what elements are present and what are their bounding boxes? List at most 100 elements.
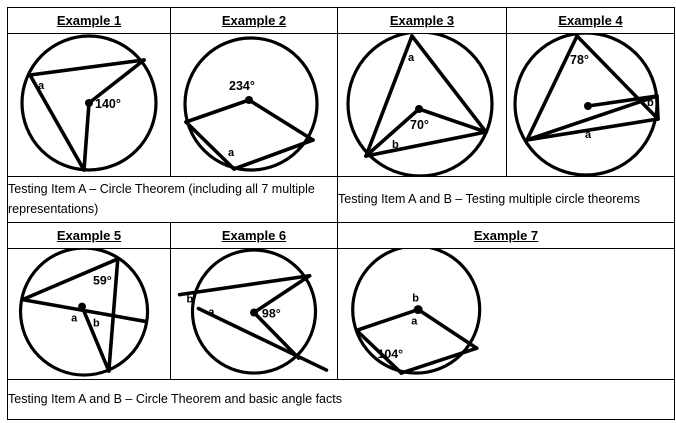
centre-dot: [584, 102, 592, 110]
table-diagram-row-2: 59° a b: [7, 248, 675, 380]
chord-apex-to-bottom-left: [525, 34, 579, 142]
description-cell-row2: Testing Item A and B – Circle Theorem an…: [7, 379, 675, 420]
circle-outline: [346, 34, 494, 176]
label-letter-a: a: [38, 80, 45, 92]
header-cell-example-1: Example 1: [7, 7, 171, 34]
radius-to-left: [184, 98, 251, 124]
diagram-cell-example-2: 234° a: [170, 33, 338, 177]
circle-outline: [18, 249, 150, 377]
label-angle-140: 140°: [95, 97, 121, 111]
chord-a-to-right: [232, 138, 315, 171]
chord-a-to-top-right: [28, 58, 146, 77]
header-cell-example-6: Example 6: [170, 222, 338, 249]
header-label-example-7: Example 7: [473, 228, 539, 243]
secant-left-to-lower-right-extended: [196, 306, 329, 372]
radius-to-right: [416, 307, 479, 351]
header-label-example-4: Example 4: [558, 13, 623, 28]
header-label-example-5: Example 5: [56, 228, 122, 243]
circle-diagram-example-1: a 140°: [20, 34, 158, 172]
table-header-row-2: Example 5 Example 6 Example 7: [7, 222, 675, 249]
segment-right-upper-to-right-lower: [655, 94, 660, 121]
description-text-row2: Testing Item A and B – Circle Theorem an…: [8, 392, 342, 407]
label-letter-a: a: [71, 312, 78, 324]
chord-bottom-left-to-right-upper: [525, 94, 659, 142]
centre-dot: [78, 302, 87, 311]
table-header-row-1: Example 1 Example 2 Example 3 Example 4: [7, 7, 675, 34]
header-cell-example-4: Example 4: [506, 7, 675, 34]
radius-to-upper-right: [252, 274, 312, 315]
examples-table: Example 1 Example 2 Example 3 Example 4: [7, 7, 675, 420]
label-angle-78: 78°: [570, 53, 589, 67]
label-angle-98: 98°: [262, 306, 281, 320]
chord-apex-to-bottom-left: [364, 34, 414, 158]
header-label-example-2: Example 2: [221, 13, 287, 28]
radius-to-lower-right: [252, 310, 301, 360]
diagram-cell-example-7: b a 104°: [337, 248, 675, 380]
header-label-example-6: Example 6: [221, 228, 287, 243]
chord-top-to-bottom: [107, 257, 120, 373]
diagram-cell-example-6: b a 98°: [170, 248, 338, 380]
circle-diagram-example-4: 78° b a: [513, 34, 660, 176]
diagram-cell-example-1: a 140°: [7, 33, 171, 177]
chord-left-to-a: [184, 120, 236, 171]
header-cell-example-3: Example 3: [337, 7, 507, 34]
label-letter-b: b: [93, 317, 100, 329]
centre-dot: [415, 105, 423, 113]
label-letter-b: b: [392, 139, 399, 151]
label-letter-b: b: [412, 293, 419, 305]
chord-left-to-bottom: [354, 328, 404, 375]
radius-to-bottom: [82, 101, 91, 172]
circle-diagram-example-6: b a 98°: [177, 249, 329, 375]
table-description-row-1: Testing Item A – Circle Theorem (includi…: [7, 176, 675, 223]
centre-dot: [85, 99, 93, 107]
header-label-example-3: Example 3: [389, 13, 455, 28]
description-text-row1-left: Testing Item A – Circle Theorem (includi…: [8, 182, 315, 216]
label-letter-b: b: [647, 97, 654, 109]
label-letter-a: a: [228, 147, 235, 159]
label-angle-70: 70°: [410, 118, 429, 132]
circle-diagram-example-5: 59° a b: [18, 249, 150, 377]
circle-outline: [20, 34, 158, 172]
diagram-cell-example-3: a 70° b: [337, 33, 507, 177]
header-label-example-1: Example 1: [56, 13, 122, 28]
table-diagram-row-1: a 140°: [7, 33, 675, 177]
label-angle-104: 104°: [377, 347, 403, 361]
label-letter-b: b: [187, 294, 194, 306]
diagram-cell-example-5: 59° a b: [7, 248, 171, 380]
centre-dot: [413, 305, 423, 314]
description-cell-row1-left: Testing Item A – Circle Theorem (includi…: [7, 176, 338, 223]
description-text-row1-right: Testing Item A and B – Testing multiple …: [338, 191, 641, 206]
label-letter-a: a: [411, 315, 418, 327]
header-cell-example-5: Example 5: [7, 222, 171, 249]
chord-apex-to-right-lower: [575, 34, 660, 121]
chord-apex-to-right: [410, 34, 488, 134]
label-letter-a: a: [585, 129, 592, 141]
chord-bottom-left-to-right-lower: [525, 117, 660, 142]
header-cell-example-7: Example 7: [337, 222, 675, 249]
circle-outline: [351, 249, 482, 375]
label-angle-59: 59°: [93, 274, 112, 288]
radius-to-left: [354, 307, 420, 333]
chord-a-to-bottom: [28, 73, 86, 172]
circle-outline: [190, 249, 318, 375]
circle-diagram-example-2: 234° a: [183, 36, 319, 172]
label-letter-a: a: [408, 52, 415, 64]
table-description-row-2: Testing Item A and B – Circle Theorem an…: [7, 379, 675, 420]
circle-diagram-example-7: b a 104°: [351, 249, 482, 375]
radius-to-top-right: [87, 58, 146, 105]
diagram-cell-example-4: 78° b a: [506, 33, 675, 177]
centre-dot: [245, 96, 253, 104]
chord-bottom-left-to-right: [364, 130, 488, 158]
centre-dot: [250, 308, 258, 317]
label-letter-a: a: [208, 306, 215, 318]
header-cell-example-2: Example 2: [170, 7, 338, 34]
radius-to-right: [417, 107, 488, 134]
chord-left-to-top: [20, 257, 120, 302]
circle-outline: [183, 36, 319, 172]
description-cell-row1-right: Testing Item A and B – Testing multiple …: [337, 176, 675, 223]
radius-to-right: [247, 98, 315, 142]
chord-bottom-to-right: [399, 346, 479, 375]
label-angle-234: 234°: [229, 79, 255, 93]
radius-to-bottom: [80, 304, 111, 373]
circle-diagram-example-3: a 70° b: [346, 34, 494, 176]
